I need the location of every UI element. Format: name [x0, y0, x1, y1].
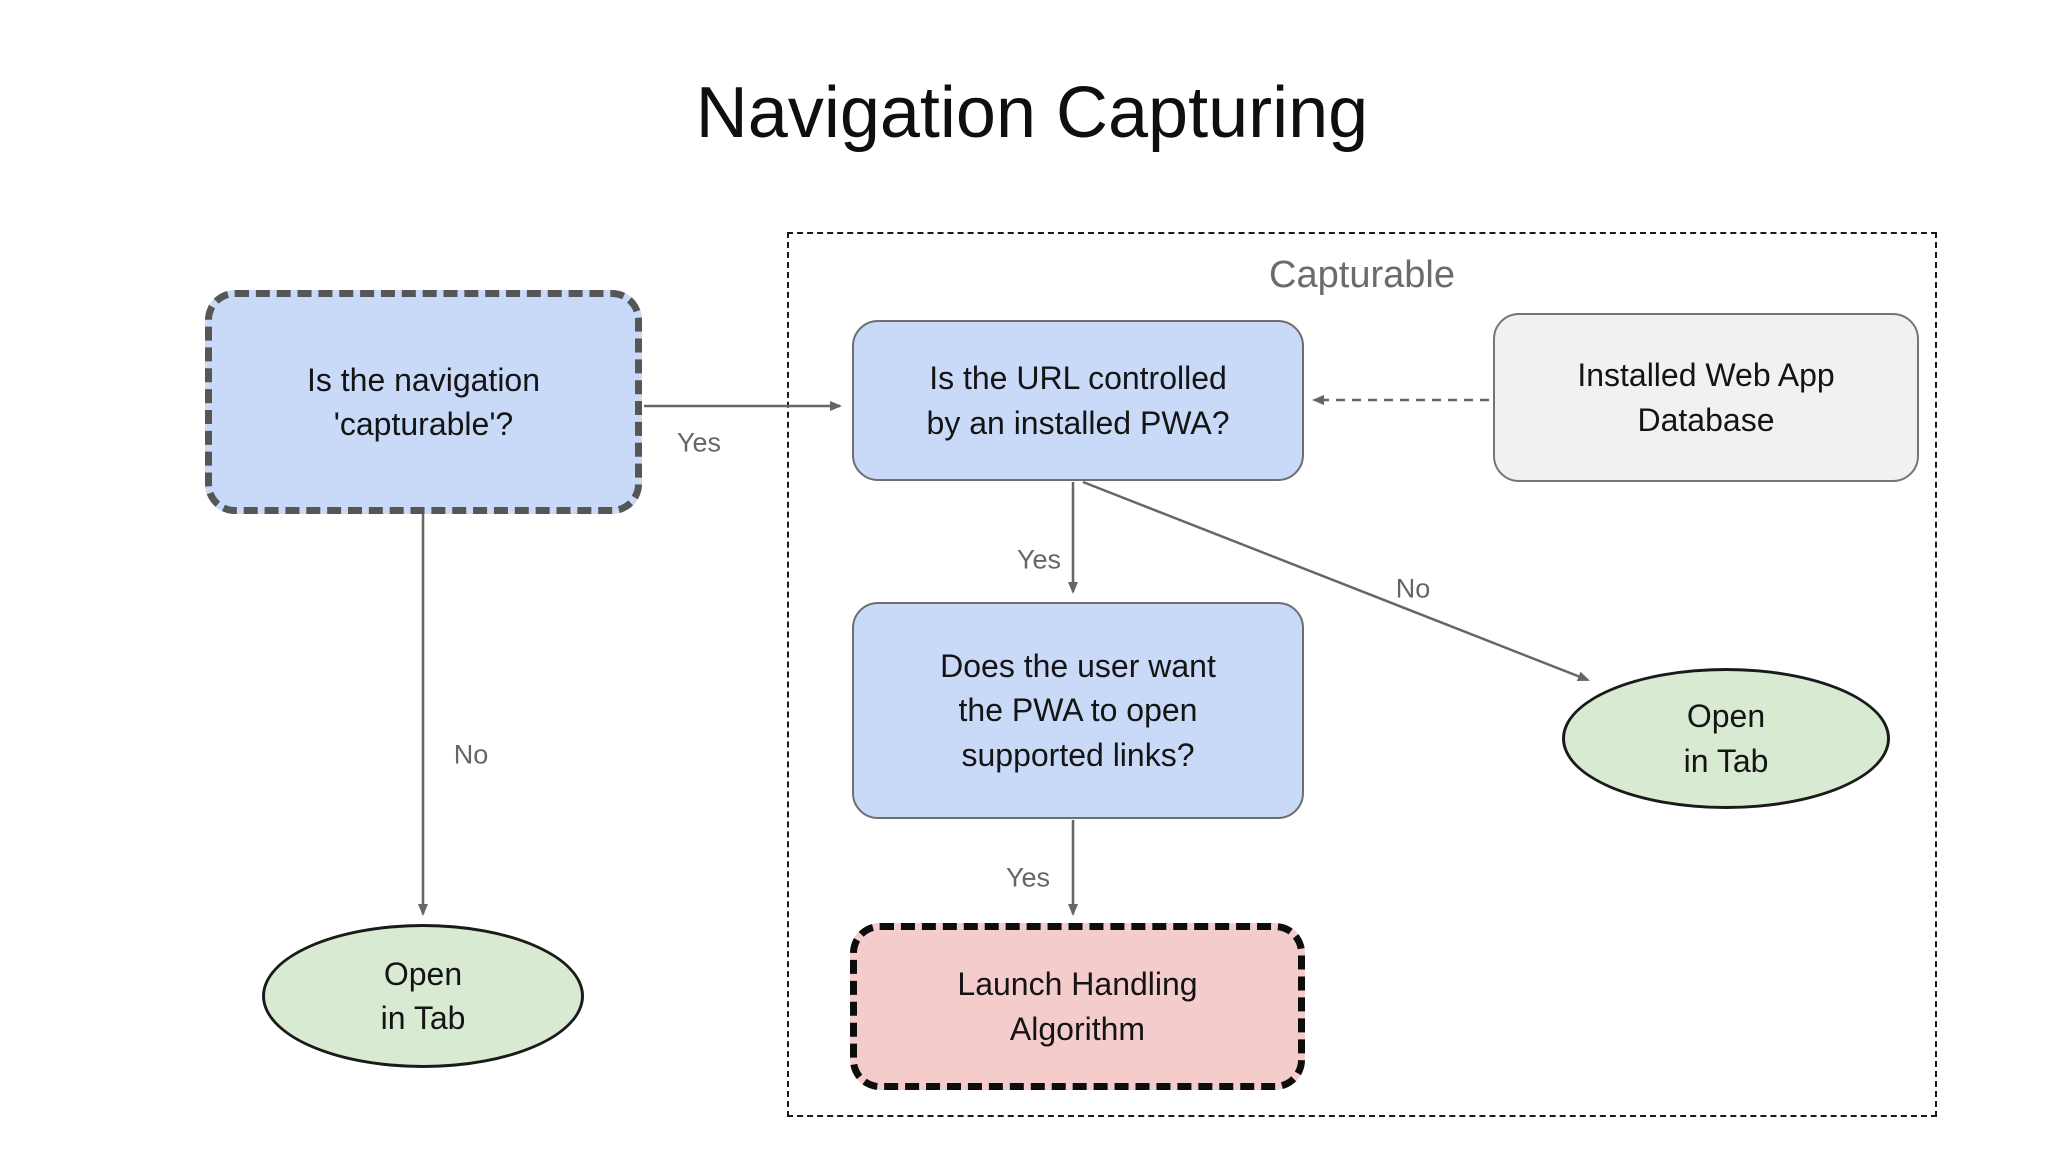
node-installed-web-app-database: Installed Web App Database [1493, 313, 1919, 482]
node-url-question: Is the URL controlled by an installed PW… [852, 320, 1304, 481]
edge-label-capturable-yes: Yes [676, 427, 722, 458]
node-url-question-text: Is the URL controlled by an installed PW… [926, 360, 1230, 441]
edge-label-url-yes: Yes [1016, 544, 1062, 575]
node-user-want-question-text: Does the user want the PWA to open suppo… [940, 648, 1216, 773]
node-installed-web-app-database-text: Installed Web App Database [1577, 357, 1835, 438]
edge-label-user-yes: Yes [1005, 862, 1051, 893]
capturable-group-label: Capturable [1269, 254, 1455, 296]
node-launch-handling-algorithm: Launch Handling Algorithm [850, 923, 1305, 1090]
node-open-in-tab-left: Open in Tab [262, 924, 584, 1068]
node-launch-handling-algorithm-text: Launch Handling Algorithm [957, 966, 1198, 1047]
node-capturable-question-text: Is the navigation 'capturable'? [306, 361, 541, 442]
edge-label-url-no: No [1395, 573, 1431, 604]
node-user-want-question: Does the user want the PWA to open suppo… [852, 602, 1304, 819]
edge-label-capturable-no: No [453, 739, 489, 770]
node-open-in-tab-left-text: Open in Tab [380, 955, 466, 1036]
page-title: Navigation Capturing [695, 73, 1369, 153]
capturable-group-box: Capturable [787, 232, 1937, 1117]
node-capturable-question: Is the navigation 'capturable'? [205, 290, 642, 514]
node-open-in-tab-right: Open in Tab [1562, 668, 1890, 809]
node-open-in-tab-right-text: Open in Tab [1683, 698, 1769, 779]
